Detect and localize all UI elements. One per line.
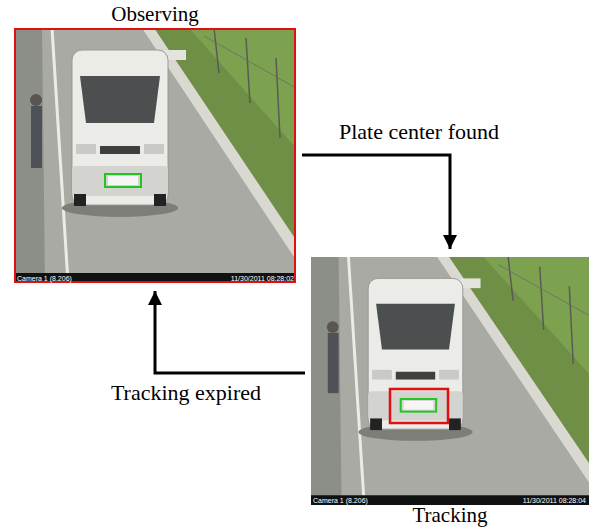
- camera-overlay-text: Camera 1 (8.206): [17, 274, 72, 283]
- observing-photo: [14, 28, 296, 283]
- transition-arrow: [155, 291, 305, 373]
- state-title: Tracking: [311, 503, 589, 527]
- tracking-photo: [311, 257, 589, 505]
- transition-arrow: [302, 155, 450, 249]
- state-title: Observing: [14, 2, 296, 26]
- state-node: Observing: [14, 0, 296, 283]
- transition-label: Tracking expired: [109, 381, 263, 405]
- state-node: Tracking: [311, 257, 589, 527]
- camera-overlay-text: 11/30/2011 08:28:04: [523, 496, 586, 505]
- active-frame: [15, 29, 295, 282]
- tracking-window: [390, 389, 448, 423]
- camera-overlay-text: 11/30/2011 08:28:02: [231, 274, 294, 283]
- transition-label: Plate center found: [337, 120, 501, 144]
- camera-overlay-text: Camera 1 (8.206): [313, 496, 368, 505]
